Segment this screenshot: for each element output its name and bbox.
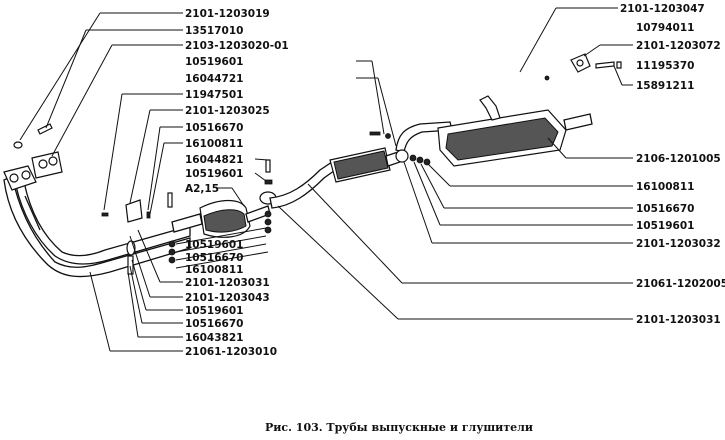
part-label: 21061-1203010 xyxy=(185,346,277,358)
part-label: 10519601 xyxy=(636,220,694,232)
clamp-stack-center xyxy=(168,210,272,264)
part-label: 10519601 xyxy=(185,305,243,317)
part-label: 21061-1202005 xyxy=(636,278,725,290)
part-label: 16100811 xyxy=(185,264,243,276)
part-label: 10516670 xyxy=(185,252,243,264)
part-label: 16044821 xyxy=(185,154,243,166)
part-label: 10519601 xyxy=(185,239,243,251)
main-muffler xyxy=(437,109,593,167)
part-label: 10519601 xyxy=(185,56,243,68)
right-part-labels: 2101-1203047 10794011 2101-1203072 11195… xyxy=(620,3,725,326)
part-label: 11195370 xyxy=(636,60,694,72)
part-label: 13517010 xyxy=(185,25,243,37)
part-label: 15891211 xyxy=(636,80,694,92)
part-label: 16044721 xyxy=(185,73,243,85)
part-label: 2101-1203019 xyxy=(185,8,270,20)
part-label: 10516670 xyxy=(185,122,243,134)
part-label: 11947501 xyxy=(185,89,243,101)
part-label: 2101-1203025 xyxy=(185,105,270,117)
part-label: 2103-1203020-01 xyxy=(185,40,289,52)
part-label: 2101-1203032 xyxy=(636,238,721,250)
part-label: 2101-1203031 xyxy=(636,314,721,326)
part-label: A2,15 xyxy=(185,183,219,195)
part-label: 2101-1203031 xyxy=(185,277,270,289)
intermediate-pipe xyxy=(269,159,339,209)
part-label: 10794011 xyxy=(636,22,694,34)
manifold-flange xyxy=(3,123,63,191)
part-label: 2101-1203047 xyxy=(620,3,705,15)
exhaust-assembly-drawing xyxy=(3,53,622,278)
part-label: 2106-1201005 xyxy=(636,153,721,165)
leader-lines xyxy=(19,7,633,352)
part-label: 10516670 xyxy=(636,203,694,215)
part-label: 16100811 xyxy=(185,138,243,150)
part-label: 10519601 xyxy=(185,168,243,180)
rear-hanger-parts xyxy=(479,53,622,121)
part-label: 16100811 xyxy=(636,181,694,193)
front-downpipe xyxy=(3,175,191,278)
part-label: 2101-1203043 xyxy=(185,292,270,304)
left-part-labels: 2101-1203019 13517010 2103-1203020-01 10… xyxy=(185,8,289,358)
part-label: 16043821 xyxy=(185,332,243,344)
figure-caption: Рис. 103. Трубы выпускные и глушители xyxy=(265,421,533,434)
part-label: 2101-1203072 xyxy=(636,40,721,52)
middle-muffler xyxy=(329,147,401,183)
part-label: 10516670 xyxy=(185,318,243,330)
